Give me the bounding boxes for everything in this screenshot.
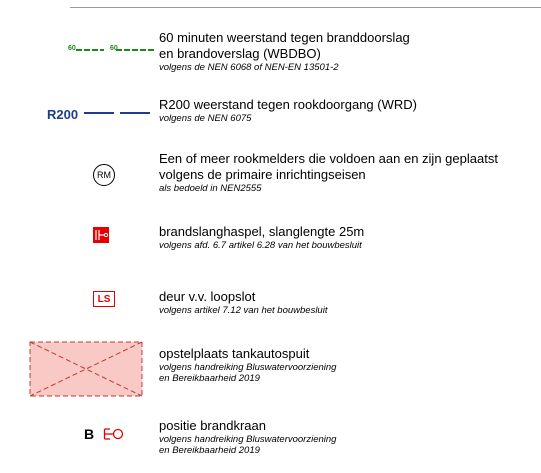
- rookmelder-title-line2: volgens de primaire inrichtingseisen: [159, 167, 366, 182]
- opstelplaats-text: opstelplaats tankautospuit volgens handr…: [159, 346, 336, 384]
- opstelplaats-note-line1: volgens handreiking Bluswatervoorziening: [159, 362, 337, 373]
- hydrant-symbol-label: B: [84, 426, 95, 442]
- fire-hydrant-icon: [103, 428, 124, 440]
- smoke-detector-label: RM: [97, 170, 111, 180]
- brandkraan-text: positie brandkraan volgens handreiking B…: [159, 418, 336, 456]
- slanghaspel-title: brandslanghaspel, slanglengte 25m: [159, 224, 365, 239]
- wbdbo-symbol-label-left: 60: [68, 45, 76, 52]
- slanghaspel-note: volgens afd. 6.7 artikel 6.28 van het bo…: [159, 240, 362, 251]
- wbdbo-title-line1: 60 minuten weerstand tegen branddoorslag: [159, 30, 410, 45]
- rookmelder-text: Een of meer rookmelders die voldoen aan …: [159, 151, 498, 194]
- wrd-title: R200 weerstand tegen rookdoorgang (WRD): [159, 97, 417, 112]
- wrd-symbol-label: R200: [47, 107, 79, 122]
- opstelplaats-note-line2: en Bereikbaarheid 2019: [159, 373, 260, 384]
- top-divider: [70, 7, 541, 8]
- panic-lock-label: LS: [97, 293, 111, 305]
- brandkraan-note-line1: volgens handreiking Bluswatervoorziening: [159, 434, 337, 445]
- wbdbo-symbol-label-right: 60: [110, 45, 118, 52]
- wrd-note: volgens de NEN 6075: [159, 113, 252, 124]
- fire-hose-reel-icon: [93, 227, 109, 243]
- wbdbo-text: 60 minuten weerstand tegen branddoorslag…: [159, 30, 410, 73]
- wbdbo-note: volgens de NEN 6068 of NEN-EN 13501-2: [159, 62, 339, 73]
- smoke-detector-icon: RM: [93, 164, 115, 186]
- wbdbo-line-icon: [76, 49, 154, 51]
- loopslot-title: deur v.v. loopslot: [159, 289, 256, 304]
- wrd-line-icon: [84, 112, 150, 114]
- loopslot-note: volgens artikel 7.12 van het bouwbesluit: [159, 305, 328, 316]
- brandkraan-title: positie brandkraan: [159, 418, 266, 433]
- fire-truck-position-icon: [29, 341, 143, 397]
- brandkraan-note-line2: en Bereikbaarheid 2019: [159, 445, 260, 456]
- opstelplaats-title: opstelplaats tankautospuit: [159, 346, 310, 361]
- panic-lock-icon: LS: [93, 291, 115, 307]
- wbdbo-title-line2: en brandoverslag (WBDBO): [159, 46, 321, 61]
- wrd-text: R200 weerstand tegen rookdoorgang (WRD) …: [159, 97, 417, 124]
- loopslot-text: deur v.v. loopslot volgens artikel 7.12 …: [159, 289, 327, 316]
- rookmelder-note: als bedoeld in NEN2555: [159, 183, 262, 194]
- rookmelder-title-line1: Een of meer rookmelders die voldoen aan …: [159, 151, 498, 166]
- slanghaspel-text: brandslanghaspel, slanglengte 25m volgen…: [159, 224, 364, 251]
